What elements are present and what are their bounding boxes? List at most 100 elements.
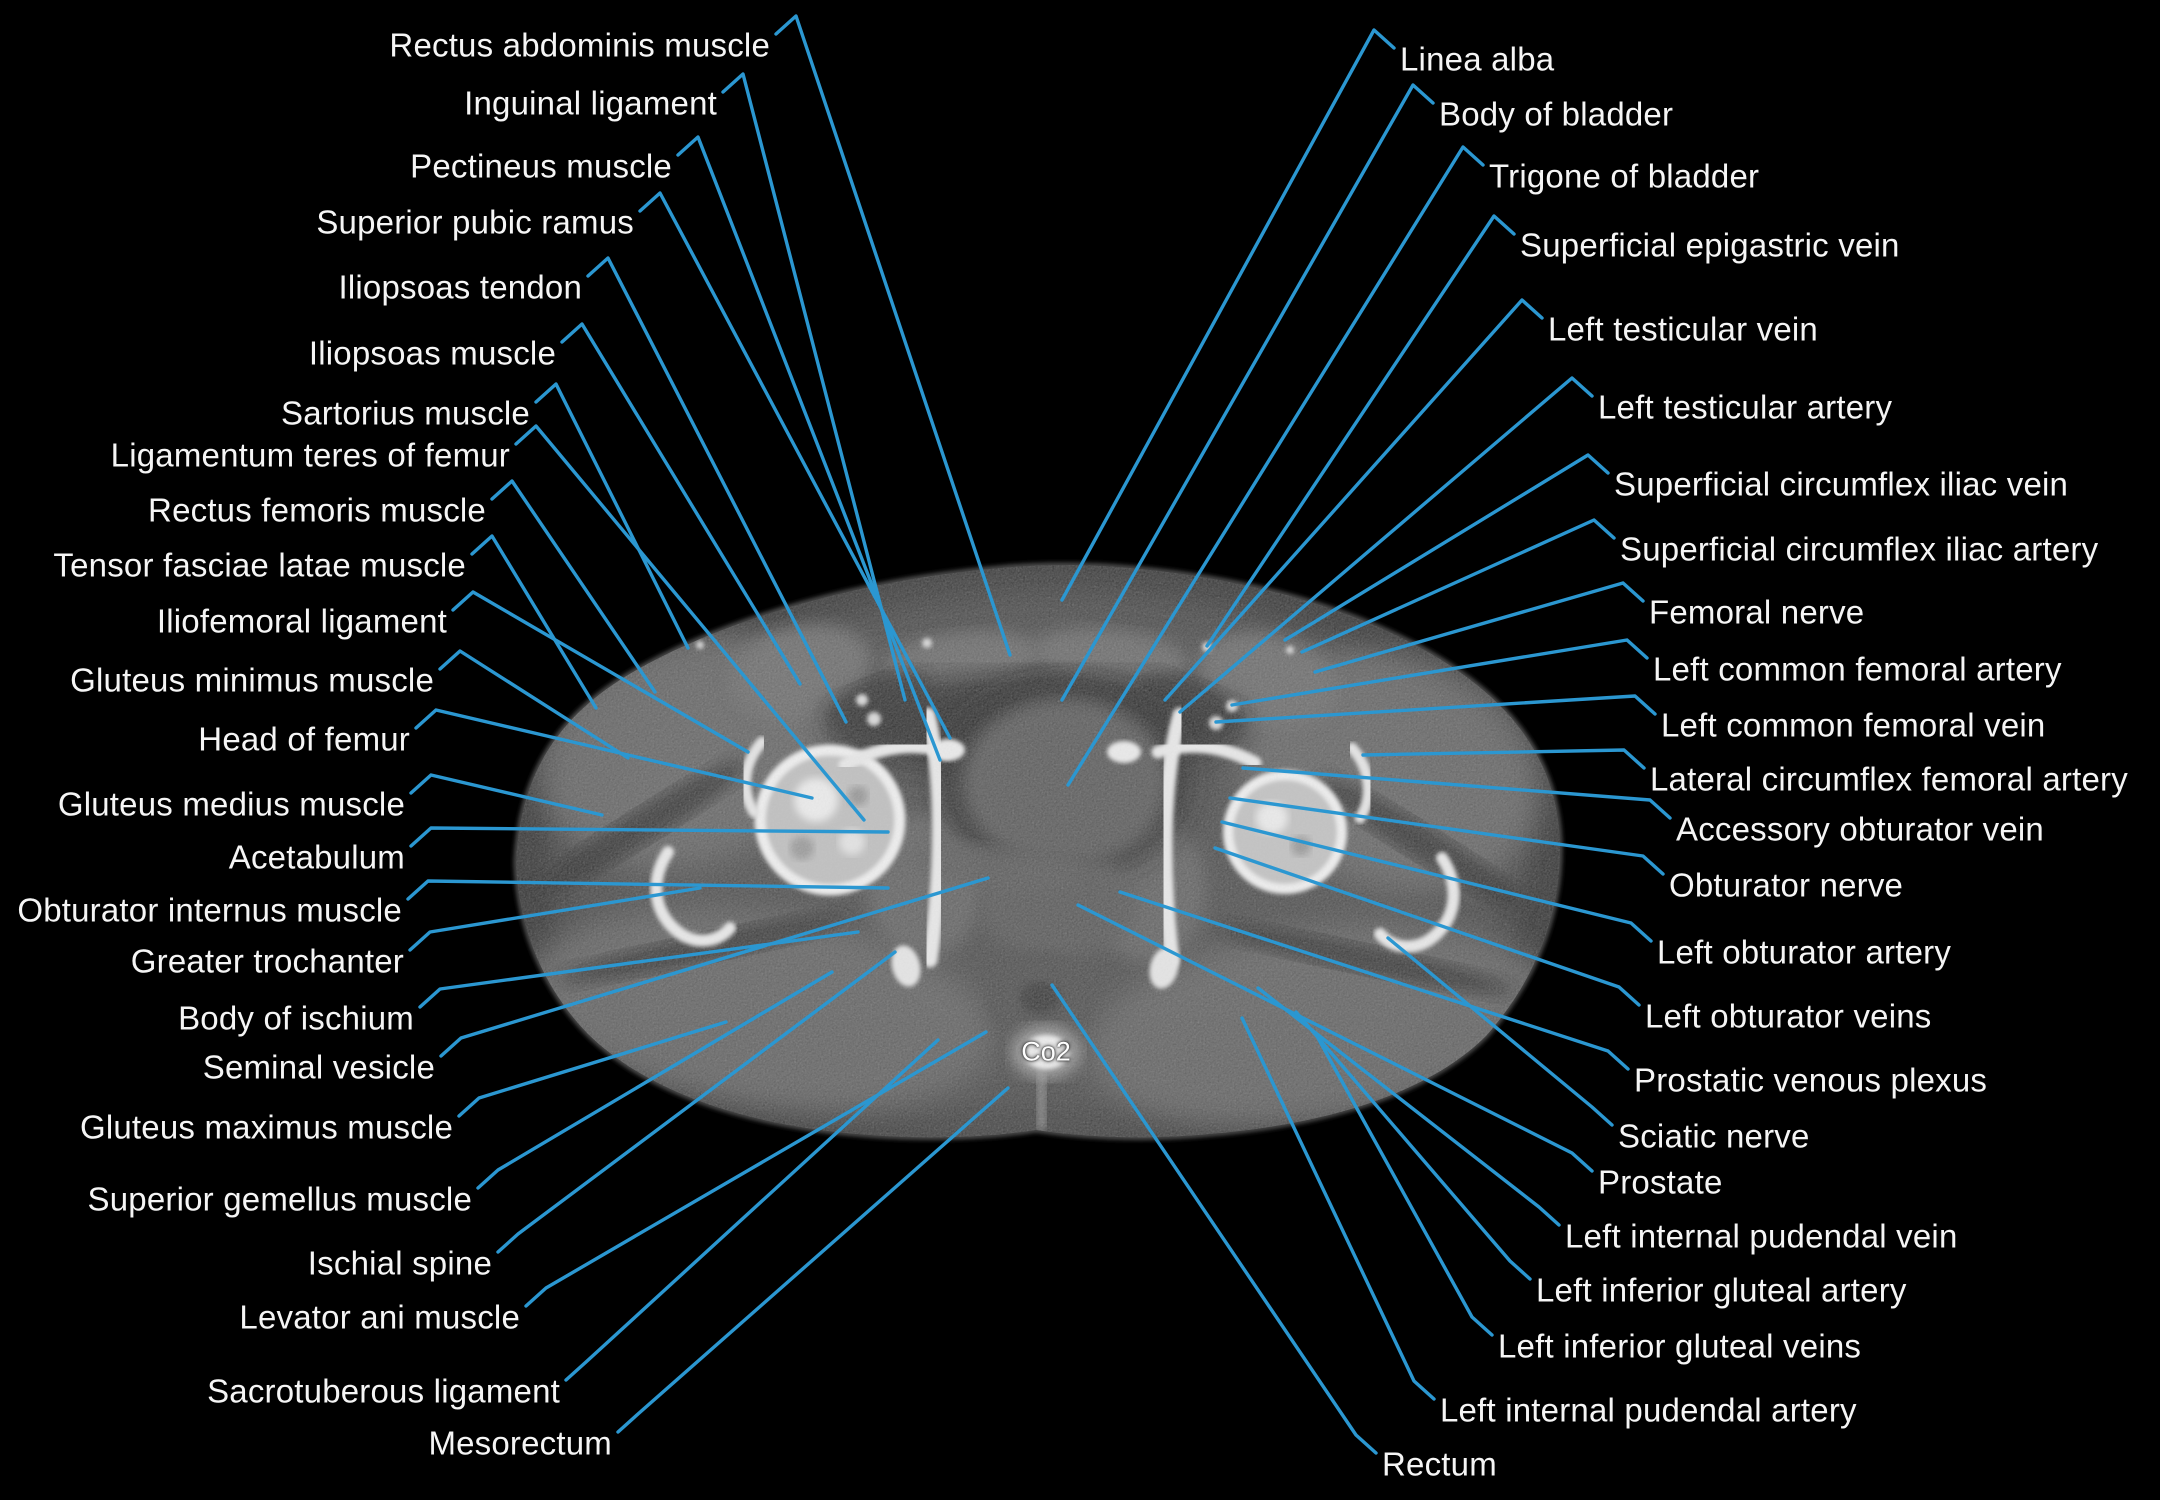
leader-line-prostate [1076,903,1594,1173]
leader-line-head-of-femur [414,708,814,800]
leader-line-left-inferior-gluteal-veins [1316,1036,1494,1337]
anatomy-label-trigone-of-bladder: Trigone of bladder [1489,157,1760,195]
anatomy-label-obturator-internus-muscle: Obturator internus muscle [17,891,402,929]
leader-line-superior-pubic-ramus [638,191,952,740]
anatomy-label-left-inferior-gluteal-artery: Left inferior gluteal artery [1536,1271,1907,1309]
coccyx-co2-marker: Co2 [1021,1036,1071,1067]
leader-line-tensor-fasciae-latae-muscle [470,534,598,710]
leader-line-iliofemoral-ligament [451,590,750,754]
anatomy-label-sciatic-nerve: Sciatic nerve [1618,1117,1810,1155]
leader-line-superficial-epigastric-vein [1205,214,1516,648]
leader-line-seminal-vesicle [439,876,990,1058]
leader-line-superior-gemellus-muscle [476,970,834,1190]
leader-line-left-inferior-gluteal-artery [1294,1010,1532,1281]
leader-line-lateral-circumflex-femoral-artery [1361,748,1646,770]
anatomy-label-mesorectum: Mesorectum [428,1424,612,1462]
anatomy-label-inguinal-ligament: Inguinal ligament [464,84,717,122]
anatomy-label-levator-ani-muscle: Levator ani muscle [239,1298,520,1336]
leader-line-left-testicular-artery [1178,376,1594,714]
anatomy-label-left-inferior-gluteal-veins: Left inferior gluteal veins [1498,1327,1862,1365]
anatomy-label-left-internal-pudendal-artery: Left internal pudendal artery [1440,1391,1857,1429]
leader-line-ischial-spine [496,950,897,1254]
anatomy-label-prostate: Prostate [1598,1163,1723,1201]
anatomy-label-head-of-femur: Head of femur [198,720,410,758]
anatomy-label-superficial-circumflex-iliac-vein: Superficial circumflex iliac vein [1614,465,2069,503]
anatomy-label-superior-gemellus-muscle: Superior gemellus muscle [87,1180,472,1218]
anatomy-label-left-common-femoral-vein: Left common femoral vein [1661,706,2046,744]
leader-line-gluteus-maximus-muscle [457,1020,728,1118]
anatomy-label-left-obturator-veins: Left obturator veins [1645,997,1932,1035]
anatomy-label-left-testicular-vein: Left testicular vein [1548,310,1818,348]
anatomy-label-left-obturator-artery: Left obturator artery [1657,933,1952,971]
anatomy-label-left-common-femoral-artery: Left common femoral artery [1653,650,2062,688]
anatomy-label-left-testicular-artery: Left testicular artery [1598,388,1893,426]
leader-line-left-internal-pudendal-vein [1256,986,1561,1227]
leader-line-left-testicular-vein [1163,298,1544,702]
anatomy-label-body-of-bladder: Body of bladder [1439,95,1674,133]
leader-line-obturator-internus-muscle [406,879,890,901]
anatomy-label-rectus-abdominis-muscle: Rectus abdominis muscle [389,26,770,64]
anatomy-label-left-internal-pudendal-vein: Left internal pudendal vein [1565,1217,1958,1255]
anatomy-label-superior-pubic-ramus: Superior pubic ramus [316,203,634,241]
leader-line-left-obturator-artery [1220,820,1653,943]
leader-line-ligamentum-teres-of-femur [514,424,866,822]
leader-line-superficial-circumflex-iliac-artery [1300,518,1616,654]
leader-line-rectum [1050,983,1378,1455]
leader-line-acetabulum [409,826,890,848]
leader-line-sciatic-nerve [1386,936,1614,1127]
anatomy-label-sacrotuberous-ligament: Sacrotuberous ligament [207,1372,560,1410]
leader-line-greater-trochanter [408,886,702,952]
anatomy-label-superficial-circumflex-iliac-artery: Superficial circumflex iliac artery [1620,530,2099,568]
leader-line-femoral-nerve [1313,581,1645,674]
anatomy-label-pectineus-muscle: Pectineus muscle [410,147,672,185]
leader-line-left-obturator-veins [1213,846,1641,1007]
leader-line-pectineus-muscle [676,135,942,762]
leader-line-gluteus-minimus-muscle [438,649,630,760]
anatomy-label-body-of-ischium: Body of ischium [178,999,414,1037]
anatomy-label-rectus-femoris-muscle: Rectus femoris muscle [148,491,486,529]
leader-line-gluteus-medius-muscle [409,773,604,817]
leader-line-obturator-nerve [1228,796,1665,876]
leader-line-sartorius-muscle [534,382,690,650]
leader-line-sacrotuberous-ligament [564,1038,940,1382]
leader-line-inguinal-ligament [721,72,907,702]
leader-line-superficial-circumflex-iliac-vein [1283,453,1610,642]
leader-line-body-of-bladder [1060,83,1435,702]
anatomy-label-accessory-obturator-vein: Accessory obturator vein [1676,810,2044,848]
leader-line-rectus-femoris-muscle [490,479,657,694]
leader-line-prostatic-venous-plexus [1118,890,1630,1071]
leader-line-left-internal-pudendal-artery [1240,1016,1436,1401]
leader-line-rectus-abdominis-muscle [774,14,1012,657]
anatomy-label-rectum: Rectum [1382,1445,1497,1483]
anatomy-label-superficial-epigastric-vein: Superficial epigastric vein [1520,226,1900,264]
anatomy-label-prostatic-venous-plexus: Prostatic venous plexus [1634,1061,1988,1099]
anatomy-label-obturator-nerve: Obturator nerve [1669,866,1904,904]
leader-line-linea-alba [1060,28,1396,602]
anatomy-label-linea-alba: Linea alba [1400,40,1555,78]
anatomy-label-sartorius-muscle: Sartorius muscle [281,394,530,432]
anatomy-label-iliopsoas-muscle: Iliopsoas muscle [308,334,556,372]
leader-line-iliopsoas-tendon [586,256,848,724]
anatomy-label-gluteus-minimus-muscle: Gluteus minimus muscle [70,661,434,699]
leader-line-left-common-femoral-artery [1230,638,1649,707]
anatomy-label-lateral-circumflex-femoral-artery: Lateral circumflex femoral artery [1650,760,2128,798]
anatomy-label-iliopsoas-tendon: Iliopsoas tendon [338,268,582,306]
leader-line-mesorectum [616,1086,1010,1434]
anatomy-label-gluteus-medius-muscle: Gluteus medius muscle [57,785,405,823]
anatomy-label-ligamentum-teres-of-femur: Ligamentum teres of femur [110,436,510,474]
anatomy-label-acetabulum: Acetabulum [228,838,405,876]
anatomy-label-gluteus-maximus-muscle: Gluteus maximus muscle [79,1108,453,1146]
anatomy-label-femoral-nerve: Femoral nerve [1649,593,1865,631]
leader-line-trigone-of-bladder [1066,145,1485,787]
leader-line-accessory-obturator-vein [1241,766,1672,820]
leader-line-left-common-femoral-vein [1214,694,1657,724]
leader-line-iliopsoas-muscle [560,322,802,686]
leader-line-levator-ani-muscle [524,1030,988,1308]
anatomy-label-iliofemoral-ligament: Iliofemoral ligament [156,602,447,640]
anatomy-label-greater-trochanter: Greater trochanter [130,942,404,980]
anatomy-label-ischial-spine: Ischial spine [307,1244,492,1282]
anatomy-label-tensor-fasciae-latae-muscle: Tensor fasciae latae muscle [53,546,466,584]
